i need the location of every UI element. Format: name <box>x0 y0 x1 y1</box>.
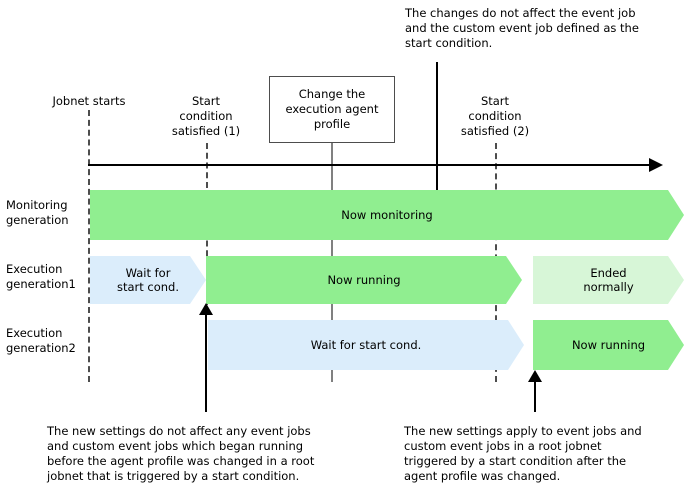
tick-label-jobnet-starts: Jobnet starts <box>52 94 126 108</box>
row-label-monitoring-generation: Monitoring generation <box>6 198 69 227</box>
footnote-right: The new settings apply to event jobs and… <box>404 424 642 483</box>
row-label-execution-generation2: Execution generation2 <box>6 326 76 355</box>
footnote-left-arrow-head-up-icon <box>199 303 213 315</box>
change-execution-agent-profile-box: Change the execution agent profile <box>269 76 395 143</box>
guide-line-jobnet-starts <box>88 110 90 382</box>
timeline-axis-arrow-icon <box>649 158 663 172</box>
footnote-left: The new settings do not affect any event… <box>47 424 315 483</box>
bar-now-running-gen2: Now running <box>533 320 684 370</box>
bar-now-running-gen1: Now running <box>206 256 522 304</box>
footnote-right-arrow-stem <box>534 382 536 412</box>
tick-label-start-condition-satisfied-2: Start condition satisfied (2) <box>460 94 530 138</box>
footnote-right-arrow-head-up-icon <box>528 370 542 382</box>
tick-label-start-condition-satisfied-1: Start condition satisfied (1) <box>171 94 241 138</box>
top-right-annotation: The changes do not affect the event job … <box>405 6 639 50</box>
callout-arrow-stem-top <box>436 62 438 222</box>
bar-now-monitoring: Now monitoring <box>90 190 684 240</box>
footnote-left-arrow-stem <box>205 315 207 412</box>
timeline-axis <box>88 164 651 166</box>
bar-wait-for-start-cond-gen2: Wait for start cond. <box>208 320 524 370</box>
row-label-execution-generation1: Execution generation1 <box>6 262 76 291</box>
bar-ended-normally-gen1: Ended normally <box>533 256 684 304</box>
bar-wait-for-start-cond-gen1: Wait for start cond. <box>90 256 206 304</box>
